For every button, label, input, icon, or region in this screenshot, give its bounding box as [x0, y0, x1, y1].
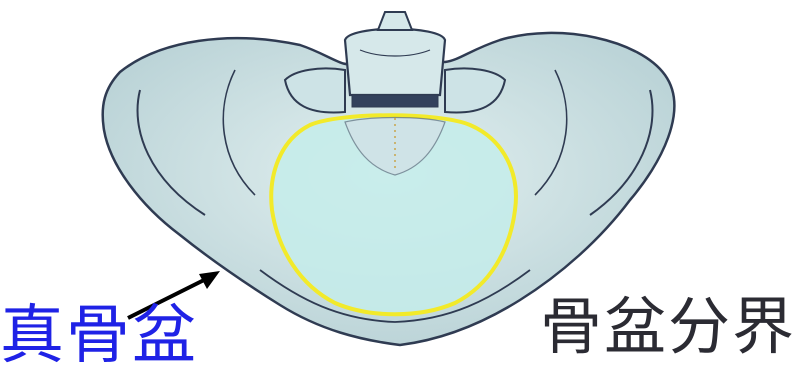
spinous-process	[378, 12, 412, 30]
pelvic-boundary-label: 骨盆分界	[540, 296, 795, 358]
true-pelvis-label: 真骨盆	[0, 304, 198, 368]
intervertebral-disc	[352, 95, 438, 107]
vertebra	[345, 29, 445, 95]
